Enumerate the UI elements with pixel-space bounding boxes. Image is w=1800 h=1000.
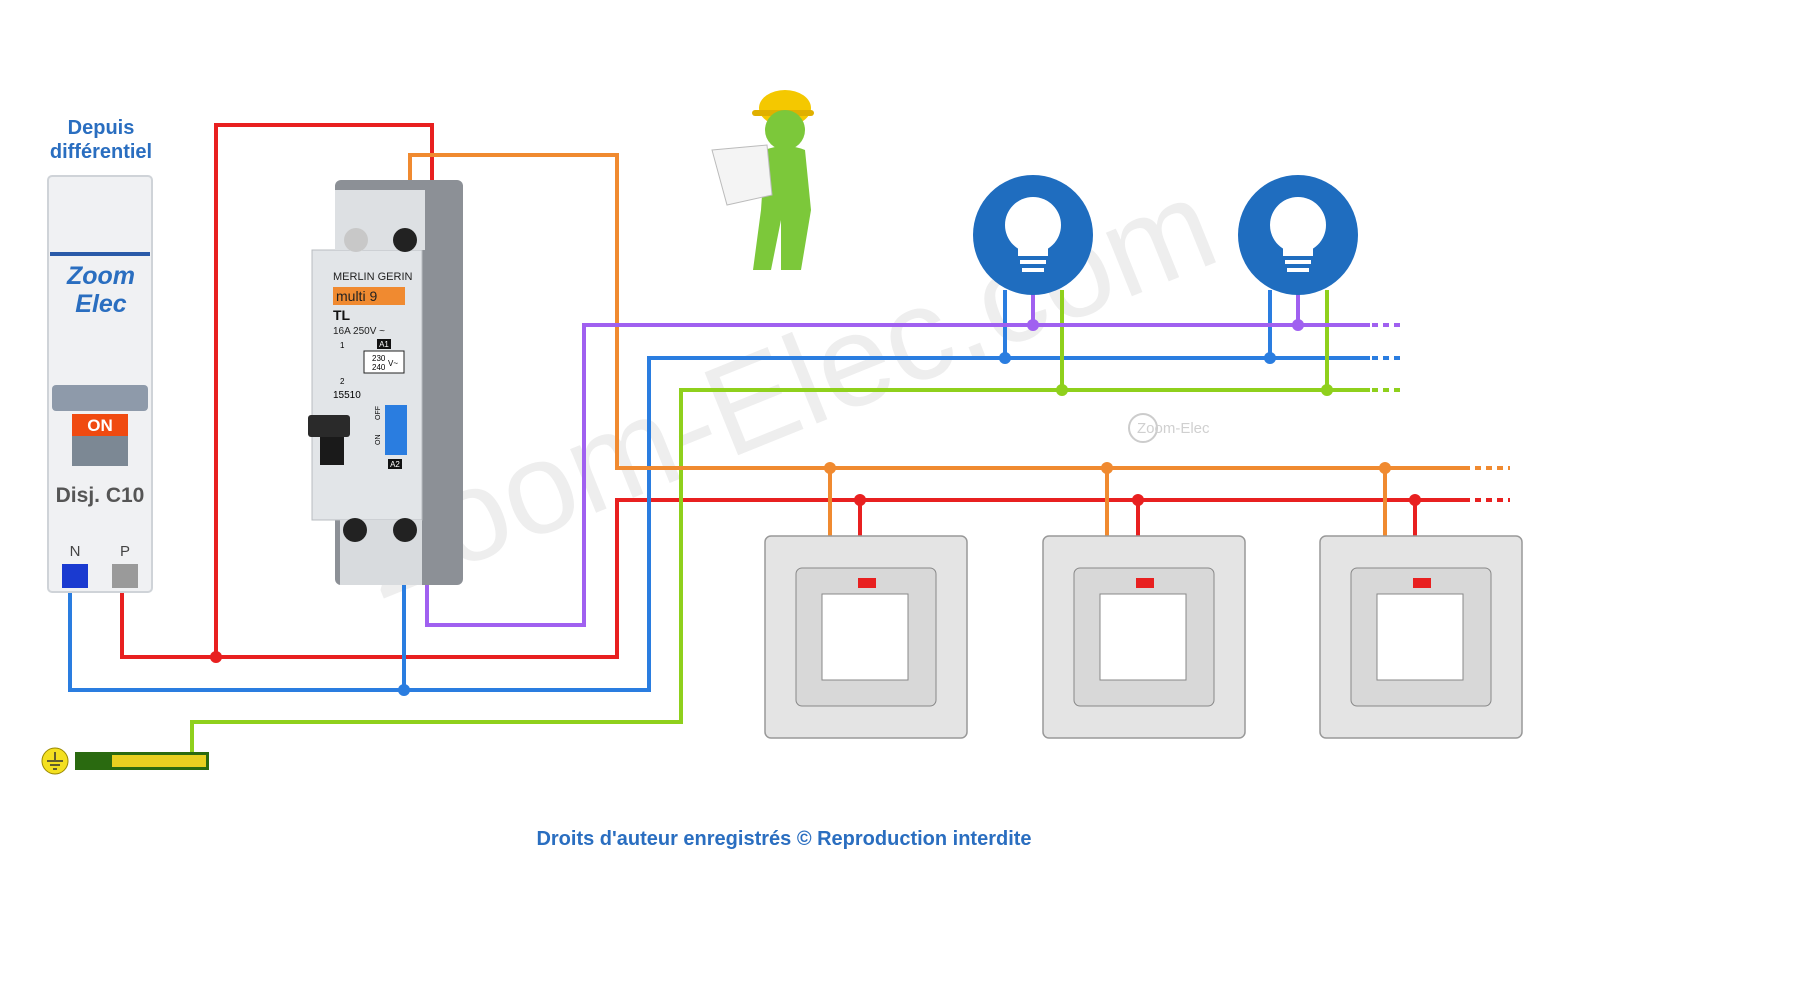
wire-phase-relay (120, 498, 1470, 659)
relay-brand: MERLIN GERIN (333, 271, 413, 283)
relay-type: TL (333, 307, 351, 323)
lamp-2 (1238, 175, 1358, 295)
worker-illustration (711, 90, 814, 270)
coil-unit: V~ (388, 359, 398, 368)
relay-a1: A1 (379, 340, 389, 349)
circuit-breaker: Zoom Elec ON Disj. C10 N P (47, 175, 153, 593)
terminal-n (62, 564, 88, 588)
relay-rating: 16A 250V ~ (333, 326, 385, 337)
wire-pushbutton-return (408, 153, 1470, 470)
relay-a2: A2 (390, 460, 400, 469)
relay-ref: 15510 (333, 390, 361, 401)
pushbutton-2[interactable] (1042, 535, 1246, 739)
lamp-1 (973, 175, 1093, 295)
bulb-icon (1270, 197, 1326, 253)
earth-bar (41, 747, 209, 775)
relay-series: multi 9 (336, 288, 377, 304)
breaker-brand-line1: Zoom (66, 262, 135, 290)
source-label-line2: différentiel (50, 141, 152, 163)
contact-2: 2 (340, 377, 345, 386)
wire-phase-loop (214, 123, 434, 657)
relay-manual-lever[interactable] (308, 415, 350, 437)
watermark-small: Zoom-Elec (1137, 420, 1210, 437)
breaker-handle[interactable] (52, 385, 148, 411)
impulse-relay: MERLIN GERIN multi 9 TL 16A 250V ~ A1 23… (308, 180, 463, 585)
wire-earth (190, 388, 1370, 760)
watermark-logo: Zoom-Elec (1128, 413, 1210, 443)
switch-on-label: ON (375, 435, 382, 446)
wire-neutral (68, 356, 1370, 692)
wire-lamp-switched (425, 323, 1370, 627)
copyright-footer: Droits d'auteur enregistrés © Reproducti… (536, 828, 1031, 850)
breaker-state: ON (87, 416, 113, 435)
breaker-model: Disj. C10 (56, 484, 145, 507)
coil-voltage-2: 240 (372, 363, 386, 372)
breaker-brand-line2: Elec (75, 290, 127, 318)
terminal-p (112, 564, 138, 588)
coil-voltage-1: 230 (372, 354, 386, 363)
wires (68, 123, 1510, 760)
contact-1: 1 (340, 341, 345, 350)
relay-mode-switch[interactable] (385, 405, 407, 455)
bulb-icon (1005, 197, 1061, 253)
terminal-n-label: N (70, 543, 81, 560)
pushbutton-1[interactable] (764, 535, 968, 739)
switch-off-label: OFF (375, 406, 382, 420)
junction-dots (210, 319, 1421, 696)
source-label-line1: Depuis (68, 117, 135, 139)
terminal-p-label: P (120, 543, 130, 560)
pushbutton-3[interactable] (1319, 535, 1523, 739)
